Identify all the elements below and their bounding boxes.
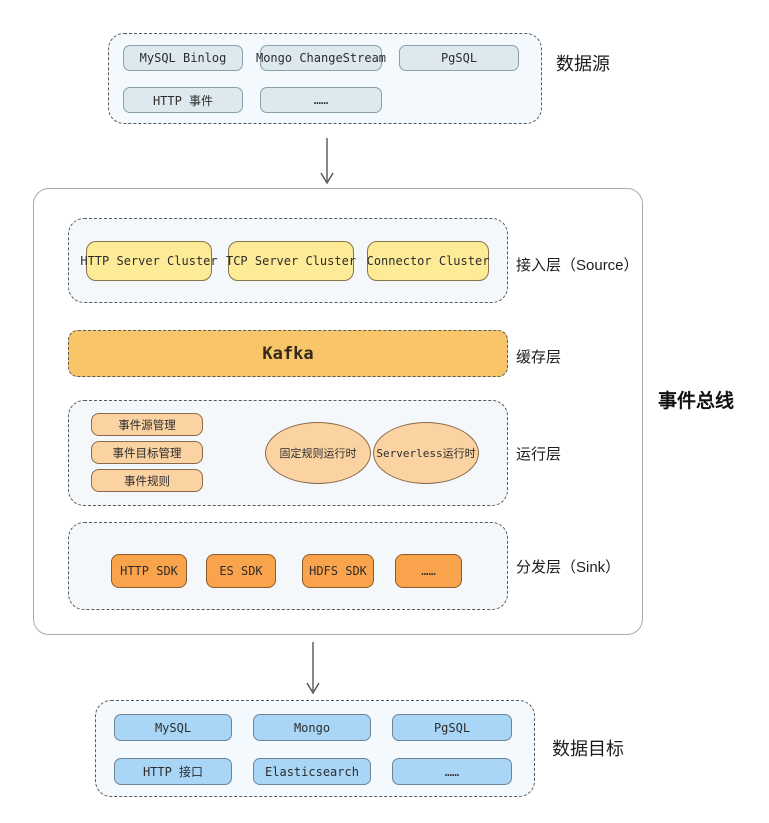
source-node-pgsql: PgSQL [399,45,519,71]
runtime-node-fixed-rule-runtime: 固定规则运行时 [265,422,371,484]
target-node-mysql: MySQL [114,714,232,741]
target-node-ellipsis: …… [392,758,512,785]
access-layer-label: 接入层（Source） [516,257,639,274]
flow-arrow-bus-to-targets [304,641,322,695]
sink-node-ellipsis: …… [395,554,462,588]
sink-node-hdfs-sdk: HDFS SDK [302,554,374,588]
target-node-elasticsearch: Elasticsearch [253,758,371,785]
data-targets-label: 数据目标 [552,739,624,759]
runtime-node-event-target-management: 事件目标管理 [91,441,203,464]
source-node-ellipsis: …… [260,87,382,113]
sink-node-es-sdk: ES SDK [206,554,276,588]
target-node-pgsql: PgSQL [392,714,512,741]
runtime-node-event-source-management: 事件源管理 [91,413,203,436]
target-node-mongo: Mongo [253,714,371,741]
runtime-layer-group: 事件源管理 事件目标管理 事件规则 固定规则运行时 Serverless运行时 [68,400,508,506]
sink-node-http-sdk: HTTP SDK [111,554,187,588]
sink-layer-label: 分发层（Sink） [516,559,621,576]
source-node-mysql-binlog: MySQL Binlog [123,45,243,71]
data-targets-group: MySQL Mongo PgSQL HTTP 接口 Elasticsearch … [95,700,535,797]
data-sources-label: 数据源 [556,54,610,74]
runtime-layer-label: 运行层 [516,446,562,463]
cache-layer-label: 缓存层 [516,349,562,366]
access-node-http-server-cluster: HTTP Server Cluster [80,241,218,281]
sink-layer-group: HTTP SDK ES SDK HDFS SDK …… [68,522,508,610]
access-node-connector-cluster: Connector Cluster [367,241,489,281]
flow-arrow-sources-to-bus [318,137,336,185]
event-bus-label: 事件总线 [658,391,735,412]
data-sources-group: MySQL Binlog Mongo ChangeStream PgSQL HT… [108,33,542,124]
target-node-http-api: HTTP 接口 [114,758,232,785]
access-layer-group: HTTP Server Cluster TCP Server Cluster C… [68,218,508,303]
kafka-node: Kafka [68,330,508,377]
runtime-node-event-rules: 事件规则 [91,469,203,492]
source-node-mongo-changestream: Mongo ChangeStream [256,45,386,71]
source-node-http-event: HTTP 事件 [123,87,243,113]
access-node-tcp-server-cluster: TCP Server Cluster [226,241,356,281]
runtime-node-serverless-runtime: Serverless运行时 [373,422,479,484]
